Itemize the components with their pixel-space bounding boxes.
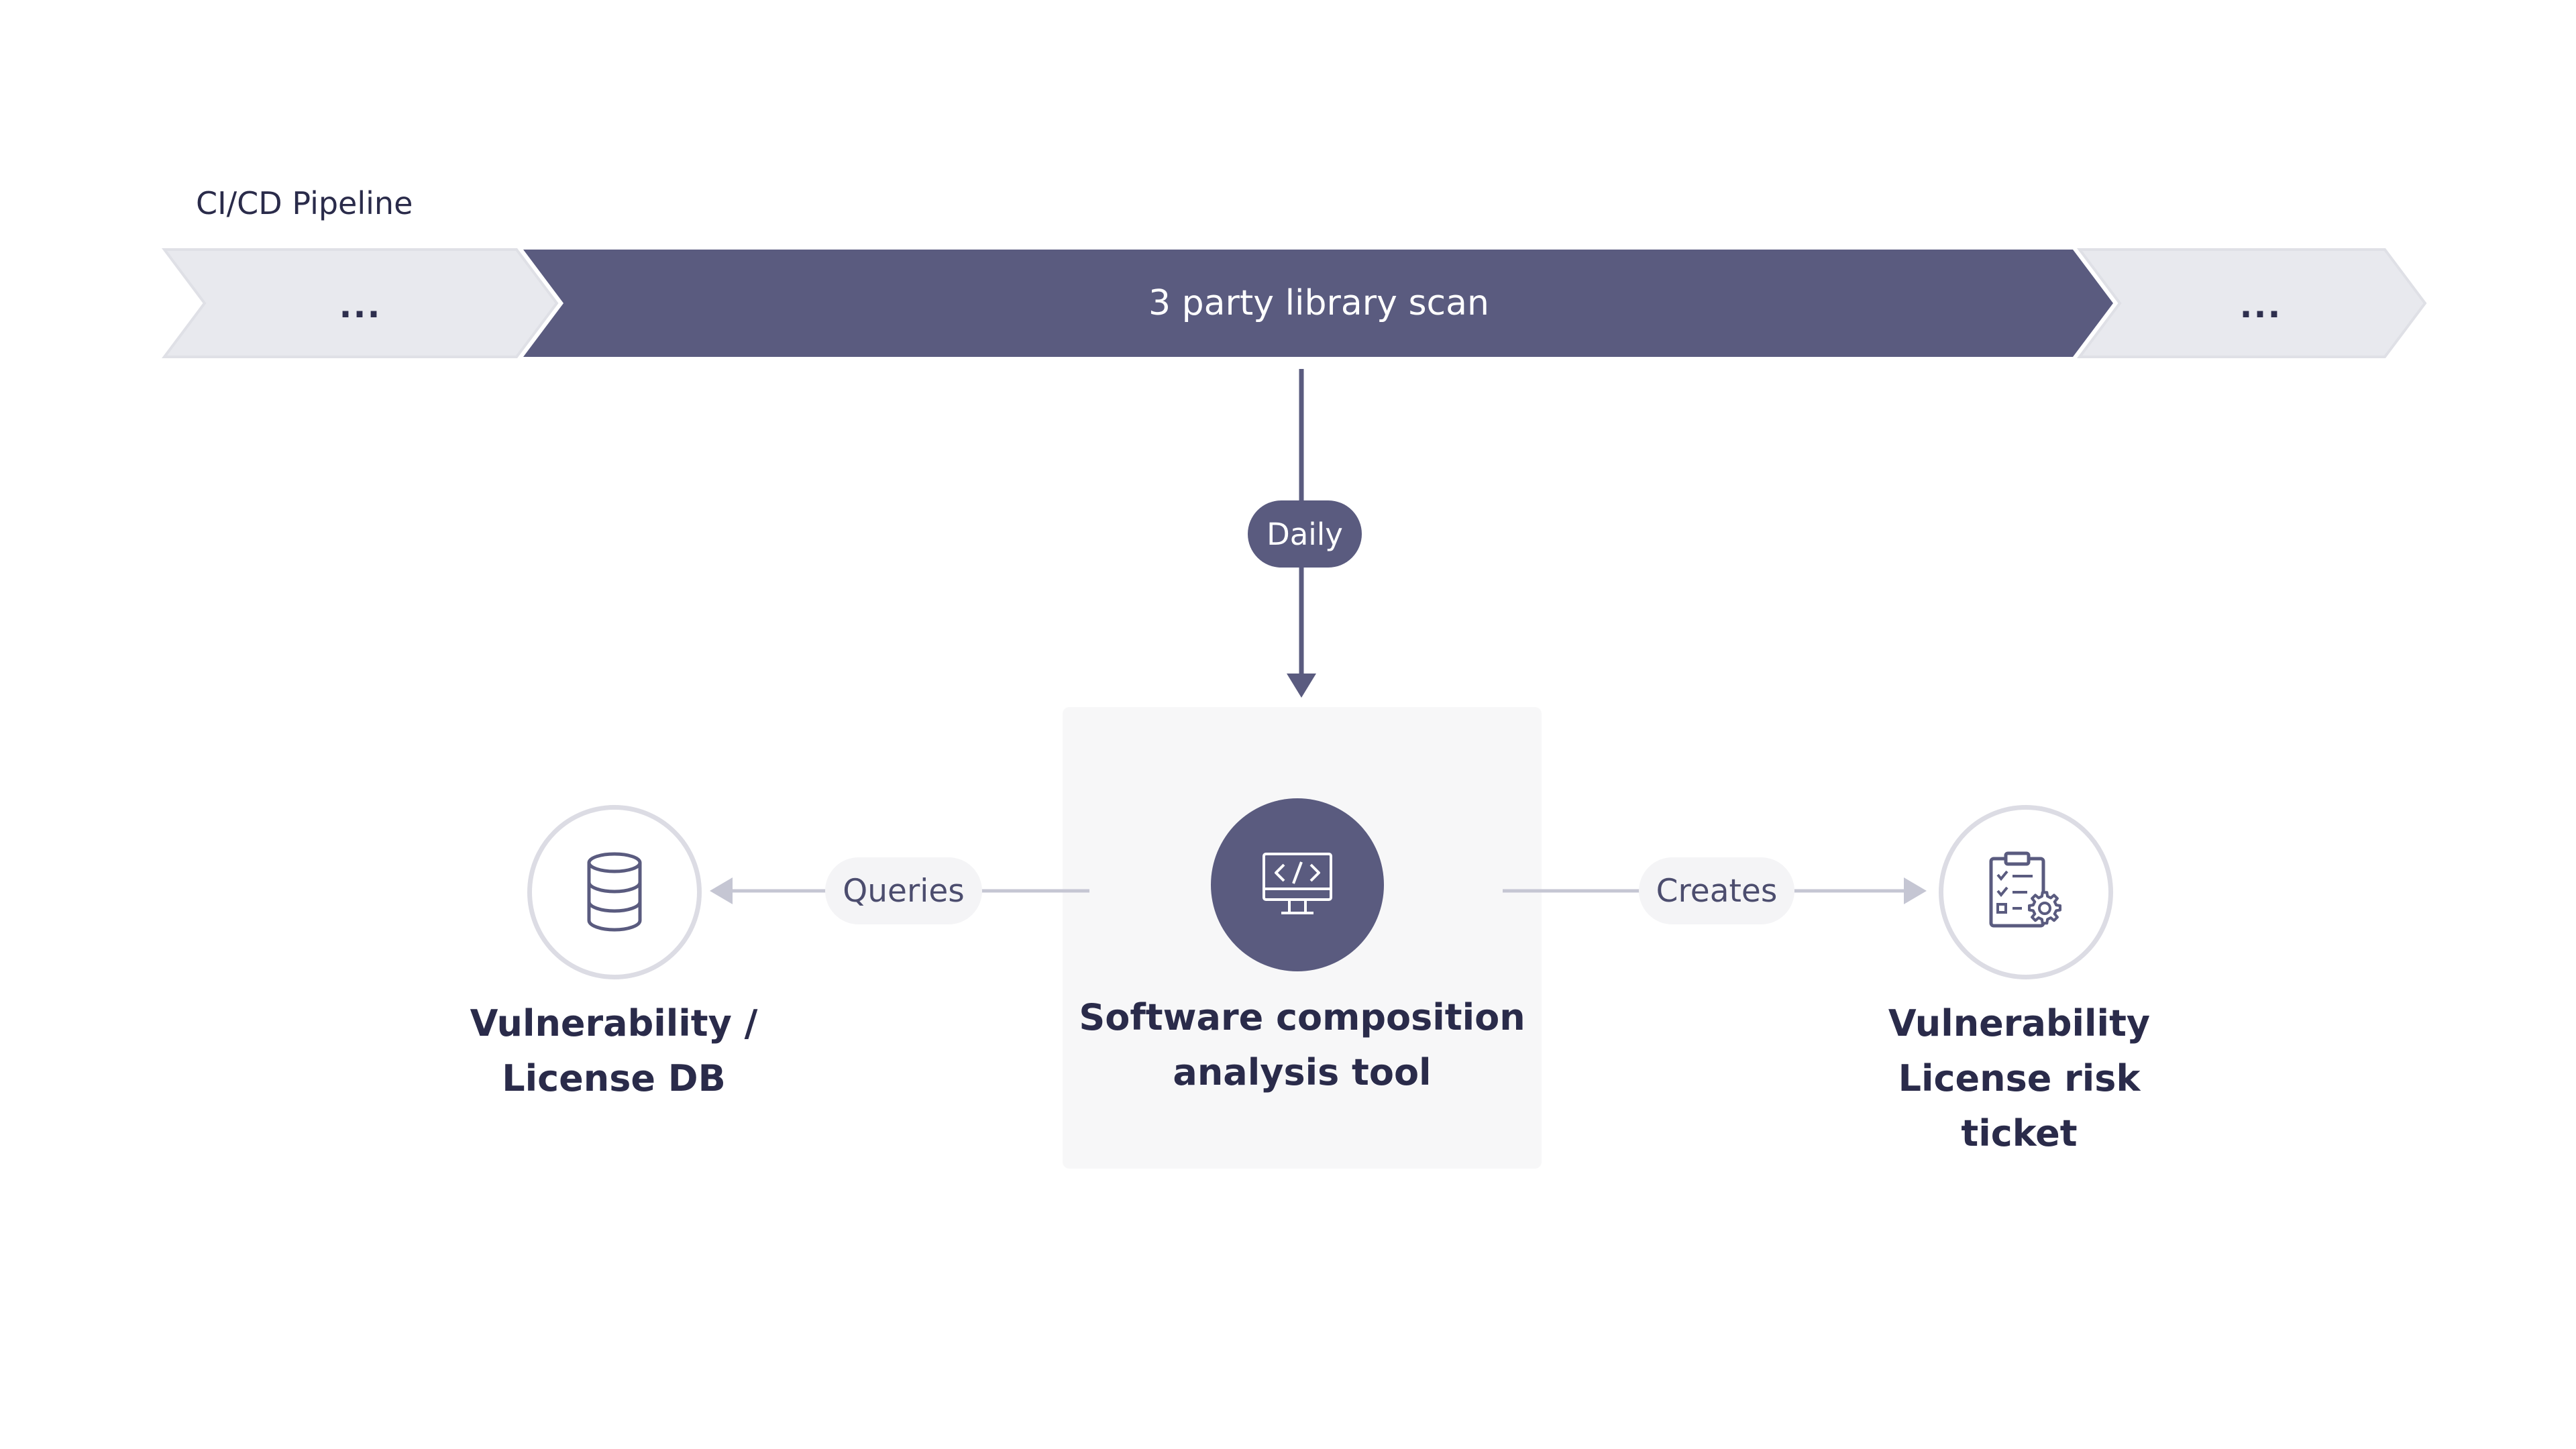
vulnerability-db-label-line1: Vulnerability /	[470, 1002, 758, 1044]
pipeline-stage-2-shape	[523, 250, 2113, 357]
pipeline-stage-1-label: ...	[339, 286, 382, 325]
risk-ticket-node	[1939, 805, 2113, 979]
analysis-tool-label-line1: Software composition	[1079, 996, 1525, 1038]
clipboard-gear-icon	[1989, 851, 2062, 928]
risk-ticket-label-line2: License risk	[1898, 1057, 2141, 1099]
pipeline-title: CI/CD Pipeline	[196, 185, 413, 221]
vulnerability-db-node	[527, 805, 702, 979]
analysis-tool-label-line2: analysis tool	[1173, 1051, 1432, 1093]
trigger-arrowhead	[1287, 674, 1316, 698]
pipeline-stage-1-shape	[162, 248, 559, 358]
database-icon	[587, 852, 642, 932]
queries-arrowhead	[710, 877, 733, 904]
risk-ticket-label: Vulnerability License risk ticket	[1841, 996, 2197, 1161]
pipeline-stage-3-label: ...	[2239, 286, 2282, 325]
trigger-frequency-badge: Daily	[1248, 500, 1362, 568]
pipeline-stage-2-label: 3 party library scan	[1148, 283, 1489, 323]
risk-ticket-label-line3: ticket	[1961, 1112, 2078, 1155]
creates-arrowhead	[1904, 877, 1927, 904]
analysis-tool-label: Software composition analysis tool	[1063, 990, 1542, 1100]
risk-ticket-label-line1: Vulnerability	[1888, 1002, 2151, 1044]
code-monitor-icon	[1263, 853, 1332, 914]
vulnerability-db-label: Vulnerability / License DB	[436, 996, 792, 1106]
analysis-tool-node	[1211, 798, 1384, 971]
creates-edge-label: Creates	[1639, 857, 1794, 924]
queries-edge-label: Queries	[825, 857, 982, 924]
pipeline-stage-3-shape	[2077, 248, 2427, 358]
vulnerability-db-label-line2: License DB	[502, 1057, 726, 1099]
